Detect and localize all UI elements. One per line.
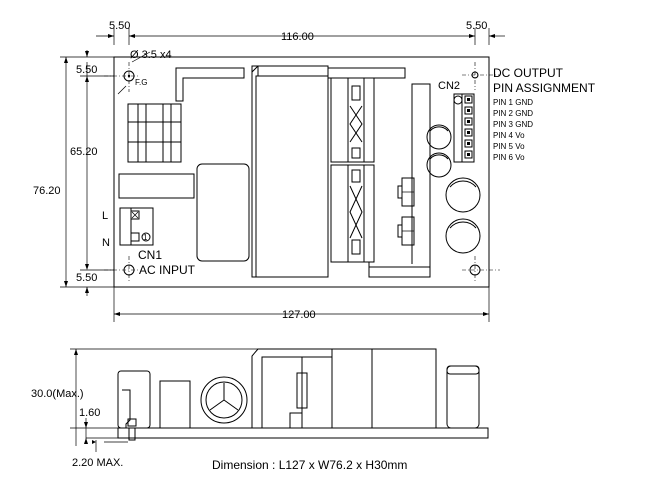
side-pcb	[117, 427, 489, 439]
side-choke	[159, 380, 191, 429]
bulk-capacitor	[196, 163, 250, 262]
dimension-caption: Dimension : L127 x W76.2 x H30mm	[212, 458, 407, 472]
neutral-label: N	[102, 237, 110, 249]
ac-input-label: AC INPUT	[139, 263, 196, 277]
pin-5: PIN 5 Vo	[493, 142, 525, 151]
heatsink-center	[330, 77, 375, 263]
mounting-hole	[123, 264, 135, 276]
heatsink-left	[175, 67, 245, 102]
dc-output-title: DC OUTPUT	[493, 66, 564, 80]
output-capacitors	[426, 124, 481, 254]
side-output-cap	[446, 365, 480, 429]
cn2-connector	[453, 93, 475, 163]
mounting-hole-fg	[123, 70, 135, 82]
pin-2: PIN 2 GND	[493, 109, 533, 118]
cn2-label: CN2	[438, 80, 460, 92]
fg-label: F.G	[135, 78, 147, 87]
heatsink-right	[369, 68, 431, 268]
cn1-connector: 1	[119, 207, 154, 246]
svg-text:1: 1	[143, 233, 148, 242]
top-view: 5.50 116.00 5.50 5.50 65.20 76.20 5.50	[33, 20, 596, 322]
output-diodes	[397, 177, 415, 246]
side-pin-label: 2.20 MAX.	[72, 457, 123, 469]
input-choke	[127, 103, 182, 163]
pin-6: PIN 6 Vo	[493, 153, 525, 162]
pin-4: PIN 4 Vo	[493, 131, 525, 140]
dim-left-top-offset: 5.50	[76, 64, 97, 76]
dim-bottom-total-width: 127.00	[282, 309, 316, 321]
pin-1: PIN 1 GND	[493, 98, 533, 107]
top-dimension: 5.50 116.00 5.50	[96, 20, 505, 45]
pin-assignment-title: PIN ASSIGNMENT	[493, 81, 596, 95]
hole-note: Ø 3.5 x4	[130, 49, 172, 61]
side-capacitor	[200, 376, 248, 424]
dim-left-total-height: 76.20	[33, 185, 61, 197]
cn1-label: CN1	[138, 248, 162, 262]
transformer	[251, 65, 406, 278]
side-view: 30.0(Max.) 1.60 2.20 MAX.	[31, 348, 489, 469]
mounting-hole	[469, 264, 481, 276]
pcb-outline	[113, 56, 490, 288]
side-pcb-label: 1.60	[79, 407, 100, 419]
side-transformer	[251, 348, 332, 428]
side-heatsink	[371, 348, 437, 429]
dim-top-right-offset: 5.50	[466, 20, 487, 32]
dim-top-left-offset: 5.50	[109, 20, 130, 32]
dim-top-width: 116.00	[281, 31, 314, 43]
line-label: L	[102, 210, 108, 222]
left-dimension: 5.50 65.20 76.20 5.50	[33, 50, 114, 296]
dim-left-bottom-offset: 5.50	[76, 272, 97, 284]
mounting-holes	[123, 70, 481, 276]
dim-left-inner-height: 65.20	[70, 146, 98, 158]
fuse-block	[118, 173, 195, 199]
mounting-hole	[471, 71, 479, 79]
bottom-dimension: 127.00	[113, 287, 490, 322]
side-height-label: 30.0(Max.)	[31, 388, 84, 400]
pin-3: PIN 3 GND	[493, 120, 533, 129]
